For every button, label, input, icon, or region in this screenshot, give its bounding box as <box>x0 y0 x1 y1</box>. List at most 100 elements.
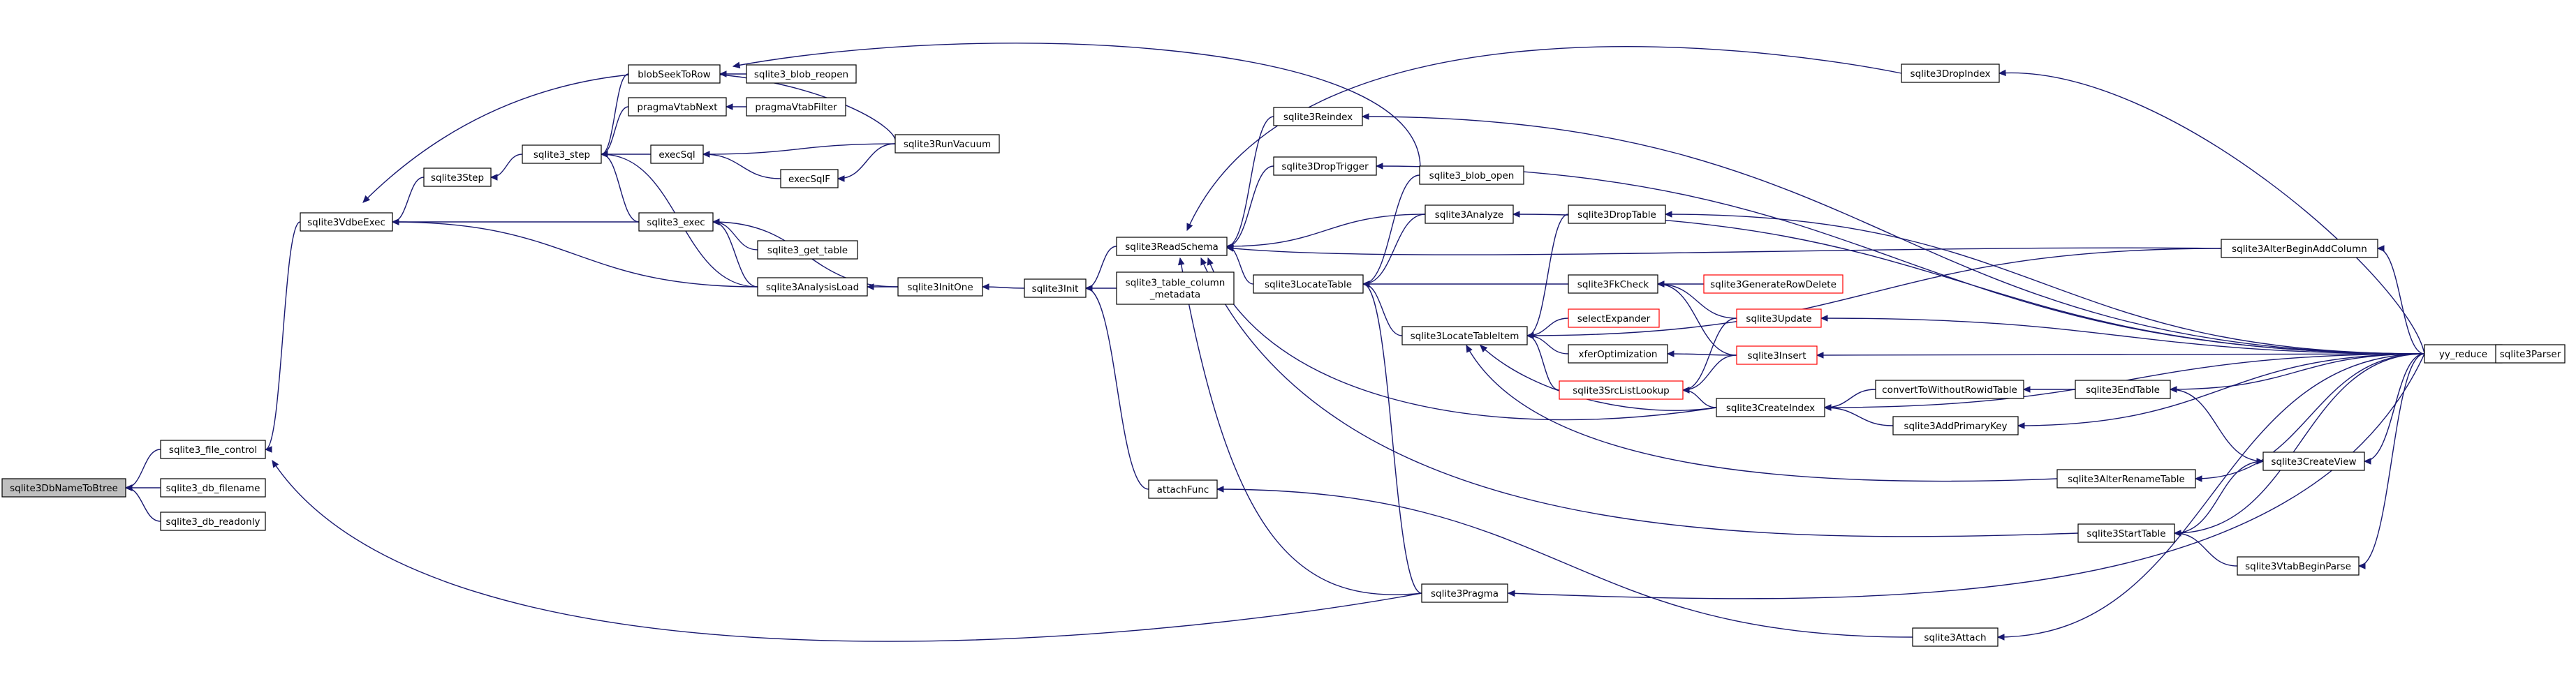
node-sqlite3Init[interactable]: sqlite3Init <box>1024 278 1087 298</box>
node-sqlite3Analyze[interactable]: sqlite3Analyze <box>1425 204 1514 224</box>
edge-sqlite3AnalysisLoad-to-sqlite3_exec <box>712 218 758 288</box>
node-sqlite3Update[interactable]: sqlite3Update <box>1736 308 1822 328</box>
edge-sqlite3Analyze-to-sqlite3LocateTable <box>1362 214 1426 288</box>
node-execSql[interactable]: execSql <box>650 144 704 164</box>
edge-line <box>1362 214 1426 285</box>
node-yy_reduce[interactable]: yy_reduce <box>2424 344 2503 364</box>
edge-arrowhead <box>264 446 272 453</box>
node-sqlite3CreateView[interactable]: sqlite3CreateView <box>2262 452 2365 471</box>
node-sqlite3_blob_open[interactable]: sqlite3_blob_open <box>1419 165 1524 185</box>
edge-sqlite3AlterRenameTable-to-sqlite3LocateTableItem <box>1466 344 2058 482</box>
node-sqlite3Parser[interactable]: sqlite3Parser <box>2495 344 2566 364</box>
node-sqlite3_step[interactable]: sqlite3_step <box>522 144 602 164</box>
node-sqlite3_db_filename[interactable]: sqlite3_db_filename <box>160 478 266 498</box>
node-sqlite3Step[interactable]: sqlite3Step <box>423 167 492 187</box>
node-sqlite3InitOne[interactable]: sqlite3InitOne <box>897 277 983 297</box>
node-sqlite3Reindex[interactable]: sqlite3Reindex <box>1273 107 1363 126</box>
node-sqlite3AlterRenameTable[interactable]: sqlite3AlterRenameTable <box>2056 469 2196 488</box>
node-sqlite3ReadSchema[interactable]: sqlite3ReadSchema <box>1116 237 1228 256</box>
node-sqlite3DropTable[interactable]: sqlite3DropTable <box>1568 204 1666 224</box>
node-sqlite3Insert[interactable]: sqlite3Insert <box>1736 345 1818 365</box>
node-pragmaVtabFilter[interactable]: pragmaVtabFilter <box>746 97 846 117</box>
node-selectExpander[interactable]: selectExpander <box>1568 308 1660 328</box>
node-sqlite3RunVacuum[interactable]: sqlite3RunVacuum <box>895 134 1000 154</box>
edge-arrowhead <box>490 174 498 181</box>
node-label: execSqlF <box>788 174 830 185</box>
node-convertToWithoutRowidTable[interactable]: convertToWithoutRowidTable <box>1875 380 2024 399</box>
node-label: sqlite3FkCheck <box>1577 279 1649 290</box>
node-sqlite3DropIndex[interactable]: sqlite3DropIndex <box>1901 64 2000 83</box>
node-attachFunc[interactable]: attachFunc <box>1148 479 1218 499</box>
node-execSqlF[interactable]: execSqlF <box>780 169 839 188</box>
node-sqlite3FkCheck[interactable]: sqlite3FkCheck <box>1568 274 1658 294</box>
node-label: sqlite3DbNameToBtree <box>10 483 118 494</box>
node-label: xferOptimization <box>1579 349 1658 360</box>
node-sqlite3StartTable[interactable]: sqlite3StartTable <box>2077 523 2175 543</box>
node-sqlite3_file_control[interactable]: sqlite3_file_control <box>160 440 266 459</box>
node-box <box>638 212 714 232</box>
node-box <box>2077 523 2175 543</box>
edge-yy_reduce-to-sqlite3VtabBeginParse <box>2357 353 2425 569</box>
node-sqlite3_table_column_metadata[interactable]: sqlite3_table_column_metadata <box>1116 271 1235 305</box>
node-sqlite3AddPrimaryKey[interactable]: sqlite3AddPrimaryKey <box>1892 416 2019 435</box>
node-box <box>160 478 266 498</box>
node-pragmaVtabNext[interactable]: pragmaVtabNext <box>628 97 727 117</box>
node-label: sqlite3Pragma <box>1431 588 1499 599</box>
node-xferOptimization[interactable]: xferOptimization <box>1568 344 1668 364</box>
node-box <box>757 277 868 297</box>
node-sqlite3_exec[interactable]: sqlite3_exec <box>638 212 714 232</box>
edge-line <box>1226 247 2222 255</box>
node-blobSeekToRow[interactable]: blobSeekToRow <box>628 64 721 84</box>
edge-line <box>712 221 758 288</box>
node-sqlite3_get_table[interactable]: sqlite3_get_table <box>757 240 858 260</box>
edge-arrowhead <box>725 103 733 110</box>
node-box <box>1716 398 1825 417</box>
node-sqlite3Pragma[interactable]: sqlite3Pragma <box>1421 583 1508 603</box>
node-sqlite3_blob_reopen[interactable]: sqlite3_blob_reopen <box>746 64 857 84</box>
node-label: yy_reduce <box>2439 349 2487 360</box>
edge-sqlite3AlterBeginAddColumn-to-sqlite3ReadSchema <box>1226 245 2222 255</box>
edge-line <box>2170 389 2264 462</box>
node-sqlite3DropTrigger[interactable]: sqlite3DropTrigger <box>1273 156 1377 176</box>
node-box <box>1912 627 1999 647</box>
edge-arrowhead <box>712 218 720 225</box>
node-label: sqlite3_db_filename <box>166 483 260 494</box>
edge-sqlite3Pragma-to-sqlite3ReadSchema <box>1177 257 1422 595</box>
edge-sqlite3ReadSchema-to-sqlite3Init <box>1084 246 1117 292</box>
node-sqlite3CreateIndex[interactable]: sqlite3CreateIndex <box>1716 398 1825 417</box>
node-label: sqlite3LocateTableItem <box>1411 331 1519 342</box>
edge-yy_reduce-to-sqlite3DropTrigger <box>1375 163 2425 355</box>
node-box <box>1875 380 2024 399</box>
node-sqlite3SrcListLookup[interactable]: sqlite3SrcListLookup <box>1559 380 1684 400</box>
node-sqlite3LocateTableItem[interactable]: sqlite3LocateTableItem <box>1401 326 1528 345</box>
edge-line <box>1362 283 1422 594</box>
node-label: sqlite3AddPrimaryKey <box>1904 421 2007 432</box>
node-sqlite3GenerateRowDelete[interactable]: sqlite3GenerateRowDelete <box>1703 274 1843 294</box>
node-label: sqlite3RunVacuum <box>904 139 991 150</box>
node-label: sqlite3GenerateRowDelete <box>1710 279 1837 290</box>
node-sqlite3VtabBeginParse[interactable]: sqlite3VtabBeginParse <box>2237 556 2360 576</box>
edge-line <box>2195 353 2425 479</box>
node-sqlite3AnalysisLoad[interactable]: sqlite3AnalysisLoad <box>757 277 868 297</box>
edge-execSqlF-to-execSql <box>702 151 781 179</box>
node-label: sqlite3SrcListLookup <box>1573 385 1669 396</box>
edge-sqlite3DropIndex-to-sqlite3ReadSchema <box>1186 46 1902 232</box>
node-box <box>2075 380 2171 399</box>
edge-line <box>1216 488 1913 638</box>
edge-line <box>1200 258 2079 537</box>
node-sqlite3EndTable[interactable]: sqlite3EndTable <box>2075 380 2171 399</box>
node-sqlite3VdbeExec[interactable]: sqlite3VdbeExec <box>300 212 393 232</box>
edge-line <box>272 460 1422 642</box>
node-box <box>628 64 721 84</box>
node-sqlite3_db_readonly[interactable]: sqlite3_db_readonly <box>160 512 266 531</box>
edge-arrowhead <box>1200 257 1207 266</box>
node-sqlite3DbNameToBtree[interactable]: sqlite3DbNameToBtree <box>1 478 126 498</box>
node-sqlite3LocateTable[interactable]: sqlite3LocateTable <box>1253 274 1364 294</box>
edge-sqlite3CreateIndex-to-sqlite3SrcListLookup <box>1681 387 1717 408</box>
edge-line <box>1824 407 1894 426</box>
node-label: sqlite3CreateIndex <box>1726 403 1815 414</box>
node-sqlite3AlterBeginAddColumn[interactable]: sqlite3AlterBeginAddColumn <box>2221 239 2378 258</box>
node-sqlite3Attach[interactable]: sqlite3Attach <box>1912 627 1999 647</box>
edge-line <box>2377 248 2425 355</box>
edge-arrowhead <box>1816 352 1824 359</box>
